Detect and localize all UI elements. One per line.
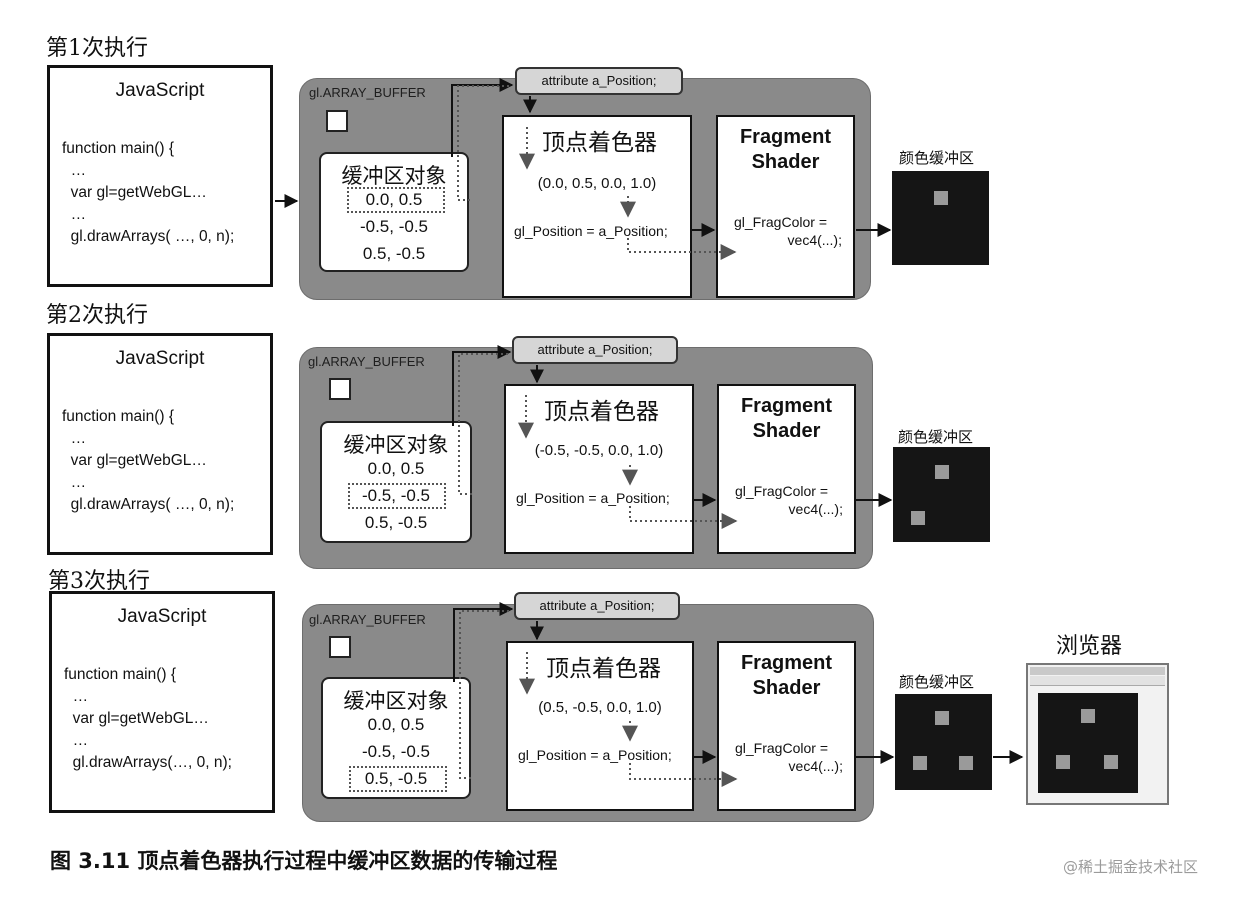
browser-label: 浏览器 [1056,634,1123,659]
javascript-title: JavaScript [117,606,207,627]
watermark: @稀土掘金技术社区 [1063,858,1199,876]
buffer-object: 缓冲区对象 0.0, 0.5 -0.5, -0.5 0.5, -0.5 [321,677,471,799]
rendered-point [913,756,927,770]
color-buffer [895,694,992,790]
attribute-declaration: attribute a_Position; [512,336,678,364]
fragment-code: gl_FragColor =vec4(...); [734,214,842,248]
current-vertex-highlight [348,483,446,509]
vertex-shader: 顶点着色器 (0.0, 0.5, 0.0, 1.0) gl_Position =… [502,115,692,298]
position-assignment: gl_Position = a_Position; [516,490,670,506]
rendered-point [1081,709,1095,723]
buffer-title: 缓冲区对象 [343,433,449,457]
array-buffer-label: gl.ARRAY_BUFFER [309,85,426,100]
rendered-point [934,191,948,205]
javascript-box: JavaScript function main() { … var gl=ge… [47,333,273,555]
row1-connectors [275,78,892,260]
vertex-shader-title: 顶点着色器 [542,130,657,156]
code-line: function main() { [62,408,174,425]
buffer-row: 0.0, 0.5 [367,715,425,734]
buffer-object: 缓冲区对象 0.0, 0.5 -0.5, -0.5 0.5, -0.5 [319,152,469,272]
code-line: … [62,430,87,447]
color-buffer-label: 颜色缓冲区 [899,673,975,691]
fragment-code: gl_FragColor =vec4(...); [735,740,843,774]
buffer-row: 0.5, -0.5 [364,513,428,532]
browser-window [1026,663,1169,805]
buffer-title: 缓冲区对象 [341,164,447,188]
javascript-title: JavaScript [115,80,205,101]
rendered-point [959,756,973,770]
buffer-target-square [329,378,351,400]
run-label: 第3次执行 [48,569,150,594]
vertex-value: (-0.5, -0.5, 0.0, 1.0) [534,442,664,459]
run-label: 第2次执行 [46,303,148,328]
javascript-box: JavaScript function main() { … var gl=ge… [49,591,275,813]
buffer-target-square [329,636,351,658]
vertex-shader: 顶点着色器 (0.5, -0.5, 0.0, 1.0) gl_Position … [506,641,694,811]
buffer-row: 0.0, 0.5 [365,190,423,209]
current-vertex-highlight [349,766,447,792]
color-buffer-label: 颜色缓冲区 [899,149,975,167]
vertex-shader-title: 顶点着色器 [546,656,661,682]
run-label: 第1次执行 [46,36,148,61]
buffer-row: -0.5, -0.5 [361,742,431,761]
browser-tab-bar [1030,667,1165,675]
rendered-point [935,465,949,479]
row3-connectors [453,602,1024,787]
buffer-object: 缓冲区对象 0.0, 0.5 -0.5, -0.5 0.5, -0.5 [320,421,472,543]
vertex-value: (0.0, 0.5, 0.0, 1.0) [537,175,657,192]
code-line: … [62,206,87,223]
array-buffer-label: gl.ARRAY_BUFFER [308,354,425,369]
attribute-declaration: attribute a_Position; [515,67,683,95]
fragment-code: gl_FragColor =vec4(...); [735,483,843,517]
color-buffer [892,171,989,265]
vertex-shader-title: 顶点着色器 [544,399,659,425]
buffer-title: 缓冲区对象 [343,689,449,713]
code-line: … [64,688,89,705]
code-line: gl.drawArrays( …, 0, n); [62,496,235,513]
code-line: gl.drawArrays(…, 0, n); [64,754,232,771]
color-buffer-label: 颜色缓冲区 [898,428,974,446]
buffer-row: 0.0, 0.5 [367,459,425,478]
current-vertex-highlight [347,187,445,213]
rendered-point [911,511,925,525]
code-line: var gl=getWebGL… [62,452,207,469]
rendered-point [1056,755,1070,769]
buffer-row: -0.5, -0.5 [359,217,429,236]
code-line: … [62,474,87,491]
array-buffer-label: gl.ARRAY_BUFFER [309,612,426,627]
code-line: function main() { [62,140,174,157]
row2-connectors [452,345,893,529]
code-line: var gl=getWebGL… [62,184,207,201]
vertex-shader: 顶点着色器 (-0.5, -0.5, 0.0, 1.0) gl_Position… [504,384,694,554]
buffer-row: -0.5, -0.5 [361,486,431,505]
attribute-declaration: attribute a_Position; [514,592,680,620]
buffer-row: 0.5, -0.5 [362,244,426,263]
color-buffer [893,447,990,542]
rendered-point [935,711,949,725]
position-assignment: gl_Position = a_Position; [514,223,668,239]
browser-address-bar [1030,676,1165,686]
code-line: function main() { [64,666,176,683]
position-assignment: gl_Position = a_Position; [518,747,672,763]
javascript-box: JavaScript function main() { … var gl=ge… [47,65,273,287]
browser-canvas [1038,693,1138,793]
rendered-point [1104,755,1118,769]
code-line: … [62,162,87,179]
code-line: var gl=getWebGL… [64,710,209,727]
code-line: … [64,732,89,749]
buffer-row: 0.5, -0.5 [364,769,428,788]
buffer-target-square [326,110,348,132]
figure-caption: 图 3.11 顶点着色器执行过程中缓冲区数据的传输过程 [50,849,558,873]
vertex-value: (0.5, -0.5, 0.0, 1.0) [538,699,662,716]
javascript-title: JavaScript [115,348,205,369]
code-line: gl.drawArrays( …, 0, n); [62,228,235,245]
